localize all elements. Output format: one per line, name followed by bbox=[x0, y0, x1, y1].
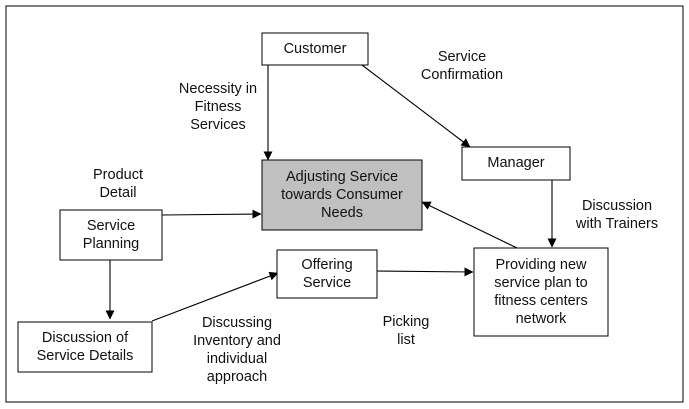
node-providing-plan-label: Providing new service plan to fitness cent… bbox=[494, 257, 588, 327]
node-providing-plan-label-line: Providing new bbox=[495, 257, 587, 273]
node-adjusting-service-label-line: Needs bbox=[321, 205, 363, 221]
label-product-detail-line: Product bbox=[93, 167, 143, 183]
node-discussion-details-label-line: Discussion of bbox=[42, 330, 129, 346]
node-manager: Manager bbox=[461, 146, 571, 181]
node-service-planning-label-line: Service bbox=[87, 218, 135, 234]
node-customer-label-line: Customer bbox=[284, 41, 347, 57]
nodes: Customer Adjusting Service towards Consum… bbox=[17, 32, 609, 373]
label-discussion-trainers-line: with Trainers bbox=[575, 216, 658, 232]
label-necessity-line: Fitness bbox=[195, 99, 242, 115]
node-providing-plan-label-line: service plan to bbox=[494, 275, 588, 291]
label-service-confirmation-line: Confirmation bbox=[421, 67, 503, 83]
node-offering-service-label-line: Service bbox=[303, 275, 351, 291]
edge-planning-to-adjusting bbox=[161, 209, 262, 219]
edge-customer-to-manager bbox=[361, 64, 471, 148]
node-customer-label: Customer bbox=[284, 41, 347, 57]
label-discussion-trainers: Discussion with Trainers bbox=[575, 198, 658, 232]
node-manager-label-line: Manager bbox=[487, 155, 544, 171]
edge-providing-to-adjusting bbox=[421, 201, 518, 249]
node-manager-label: Manager bbox=[487, 155, 544, 171]
node-providing-plan-box bbox=[473, 247, 609, 337]
label-necessity-line: Services bbox=[190, 117, 246, 133]
node-providing-plan-label-line: network bbox=[516, 311, 568, 327]
node-providing-plan: Providing new service plan to fitness cent… bbox=[473, 247, 609, 337]
label-picking-list: Picking list bbox=[383, 314, 430, 348]
node-manager-box bbox=[461, 146, 571, 181]
label-discussing-inventory-line: individual bbox=[207, 351, 267, 367]
label-discussing-inventory-line: approach bbox=[207, 369, 267, 385]
edge-offering-to-providing bbox=[376, 267, 474, 277]
node-customer-box bbox=[261, 32, 369, 66]
label-product-detail-line: Detail bbox=[99, 185, 136, 201]
node-offering-service-box bbox=[276, 249, 378, 299]
label-discussion-trainers-line: Discussion bbox=[582, 198, 652, 214]
node-service-planning-box bbox=[59, 209, 163, 261]
node-discussion-details-label-line: Service Details bbox=[37, 348, 134, 364]
node-service-planning-label-line: Planning bbox=[83, 236, 139, 252]
label-necessity-line: Necessity in bbox=[179, 81, 257, 97]
label-discussing-inventory-line: Discussing bbox=[202, 315, 272, 331]
edges bbox=[105, 64, 557, 322]
label-service-confirmation-line: Service bbox=[438, 49, 486, 65]
node-adjusting-service-box bbox=[261, 159, 423, 231]
label-picking-list-line: list bbox=[397, 332, 415, 348]
label-discussing-inventory-line: Inventory and bbox=[193, 333, 281, 349]
node-adjusting-service-label-line: towards Consumer bbox=[281, 187, 403, 203]
node-discussion-details-box bbox=[17, 321, 153, 373]
node-offering-service-label-line: Offering bbox=[301, 257, 352, 273]
node-providing-plan-label-line: fitness centers bbox=[494, 293, 588, 309]
label-picking-list-line: Picking bbox=[383, 314, 430, 330]
diagram-frame bbox=[5, 5, 684, 403]
edge-details-to-offering bbox=[151, 271, 279, 322]
node-customer: Customer bbox=[261, 32, 369, 66]
node-discussion-details-label: Discussion of Service Details bbox=[37, 330, 134, 364]
node-adjusting-service-label-line: Adjusting Service bbox=[286, 169, 398, 185]
node-discussion-details: Discussion of Service Details bbox=[17, 321, 153, 373]
